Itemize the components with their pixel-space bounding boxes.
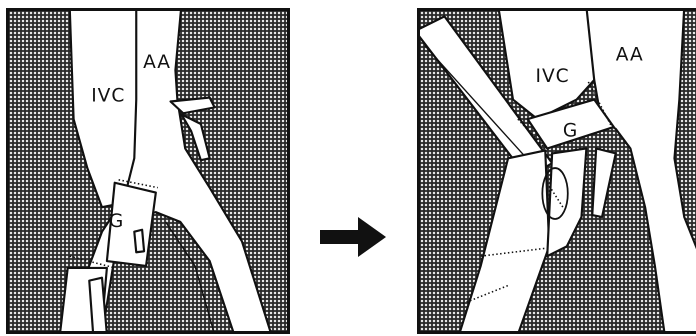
panel-before-drawing: IVC AA G [59,11,272,331]
panel-after-drawing: IVC AA G [420,11,696,331]
label-aa: AA [143,52,171,73]
iliac-branch-left [459,149,551,331]
side-branch [591,147,617,219]
anastomosis-circle [541,167,569,220]
iliac-branch-small [88,276,108,331]
suture-line-circle [546,182,564,208]
graft-vessel [526,98,615,150]
suture-line-lower [480,247,546,257]
label-ivc: IVC [535,66,569,87]
right-arrow-icon [320,217,386,257]
panel-after: IVC AA G [417,8,696,334]
label-graft: G [563,121,578,142]
suture-line-upper [587,81,613,128]
label-ivc: IVC [91,85,125,106]
stump-branch [133,228,146,254]
ivc-vessel [497,11,598,121]
label-graft: G [109,211,124,232]
lumbar-branch [169,96,216,115]
suture-line-graft [517,118,546,150]
iliac-inner-line [165,221,215,331]
label-aa: AA [616,44,644,65]
lumbar-branch-2 [180,113,211,162]
panel-before: IVC AA G [6,8,290,334]
suture-line-bottom [458,284,509,306]
ivc-diagonal-inner [424,45,536,169]
suture-line-upper [118,179,158,189]
